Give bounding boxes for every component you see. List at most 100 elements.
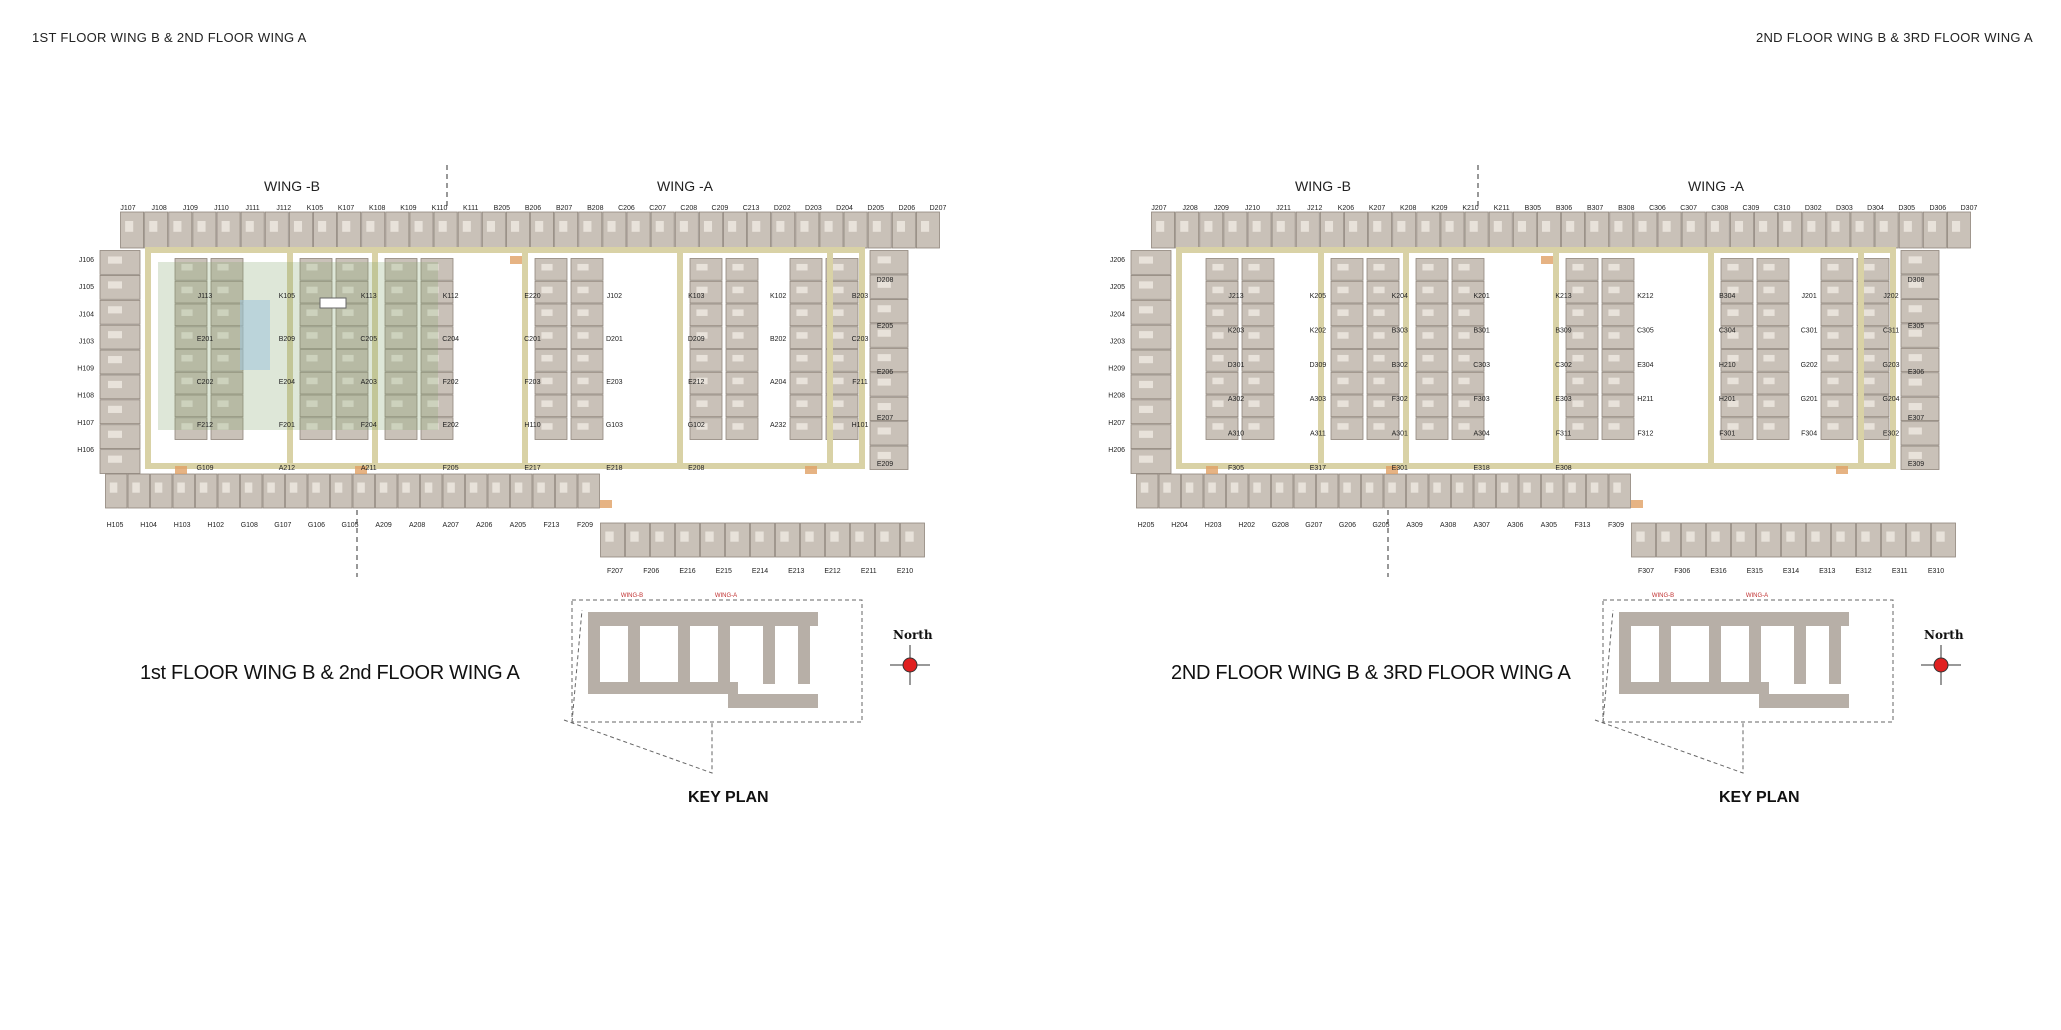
unit-label: H101 [852, 422, 869, 429]
unit-label: D306 [1929, 205, 1946, 212]
unit-room [306, 263, 318, 271]
unit-room [1886, 531, 1895, 542]
unit-room [391, 309, 403, 316]
stair-marker [805, 466, 817, 474]
unit-room [306, 286, 318, 294]
unit-room [1686, 221, 1695, 232]
wing-b-label: WING -B [1295, 178, 1351, 194]
unit-label: K213 [1555, 293, 1571, 300]
unit-room [1458, 423, 1470, 430]
key-plan-boundary [1602, 609, 1614, 723]
unit-label: K209 [1431, 205, 1447, 212]
unit-room [1180, 221, 1189, 232]
unit-label: A308 [1440, 522, 1456, 529]
unit-label: D206 [898, 205, 915, 212]
unit-label: F309 [1608, 522, 1624, 529]
unit-room [1863, 354, 1875, 362]
unit-room [1458, 332, 1470, 339]
stair-marker [175, 466, 187, 474]
unit-room [832, 309, 844, 316]
unit-label: C301 [1801, 327, 1818, 334]
unit-room [805, 531, 814, 542]
north-label: North [1924, 628, 1964, 642]
key-plan-building [628, 626, 640, 684]
unit-label: E317 [1310, 465, 1326, 472]
unit-room [732, 377, 744, 385]
unit-label: D305 [1898, 205, 1915, 212]
unit-room [1827, 263, 1839, 271]
unit-label: B302 [1392, 362, 1408, 369]
unit-label: F209 [577, 522, 593, 529]
unit-label: H103 [174, 522, 191, 529]
unit-label: H205 [1138, 522, 1155, 529]
unit-room [1863, 423, 1875, 430]
unit-room [905, 531, 914, 542]
key-plan-building [588, 682, 738, 694]
unit-label: J205 [1110, 284, 1125, 291]
unit-room [1298, 482, 1306, 493]
unit-room [1711, 531, 1720, 542]
unit-room [696, 332, 708, 339]
unit-room [537, 482, 545, 493]
corridor-loop [145, 247, 865, 469]
unit-label: G108 [241, 522, 258, 529]
unit-room [1337, 354, 1349, 362]
unit-label: E208 [688, 465, 704, 472]
unit-label: D201 [606, 336, 623, 343]
unit-label: K210 [1462, 205, 1478, 212]
unit-room [217, 309, 229, 316]
unit-room [1458, 354, 1470, 362]
unit-label: H206 [1108, 447, 1125, 454]
unit-room [577, 263, 589, 271]
unit-label: H207 [1108, 420, 1125, 427]
unit-room [732, 309, 744, 316]
unit-label: E304 [1637, 362, 1653, 369]
unit-label: E301 [1392, 465, 1408, 472]
unit-label: K109 [400, 205, 416, 212]
unit-room [1343, 482, 1351, 493]
unit-room [1204, 221, 1213, 232]
unit-room [630, 531, 639, 542]
unit-label: B207 [556, 205, 572, 212]
unit-label: H209 [1108, 366, 1125, 373]
unit-label: J212 [1307, 205, 1322, 212]
unit-label: K203 [1228, 327, 1244, 334]
unit-room [1373, 354, 1385, 362]
unit-room [1248, 286, 1260, 294]
unit-room [1139, 405, 1153, 413]
unit-room [796, 423, 808, 430]
unit-room [306, 377, 318, 385]
key-plan-building [728, 694, 818, 708]
unit-room [306, 332, 318, 339]
unit-room [217, 263, 229, 271]
unit-room [181, 400, 193, 407]
unit-label: C304 [1719, 327, 1736, 334]
north-marker [1933, 657, 1949, 673]
unit-room [391, 354, 403, 362]
unit-room [796, 286, 808, 294]
unit-label: B206 [525, 205, 541, 212]
unit-room [577, 309, 589, 316]
unit-label: K108 [369, 205, 385, 212]
unit-label: E209 [877, 461, 893, 468]
unit-room [696, 377, 708, 385]
unit-label: B202 [770, 336, 786, 343]
unit-room [1686, 531, 1695, 542]
unit-room [732, 423, 744, 430]
unit-room [1952, 221, 1961, 232]
unit-label: E217 [524, 465, 540, 472]
unit-room [796, 309, 808, 316]
unit-room [1786, 531, 1795, 542]
unit-room [1736, 531, 1745, 542]
unit-label: A307 [1474, 522, 1490, 529]
unit-room [583, 221, 592, 232]
unit-room [877, 354, 891, 362]
unit-label: F305 [1228, 465, 1244, 472]
north-marker [902, 657, 918, 673]
unit-room [1422, 423, 1434, 430]
unit-label: A206 [476, 522, 492, 529]
unit-room [1761, 531, 1770, 542]
unit-label: E206 [877, 369, 893, 376]
unit-label: E201 [197, 336, 213, 343]
